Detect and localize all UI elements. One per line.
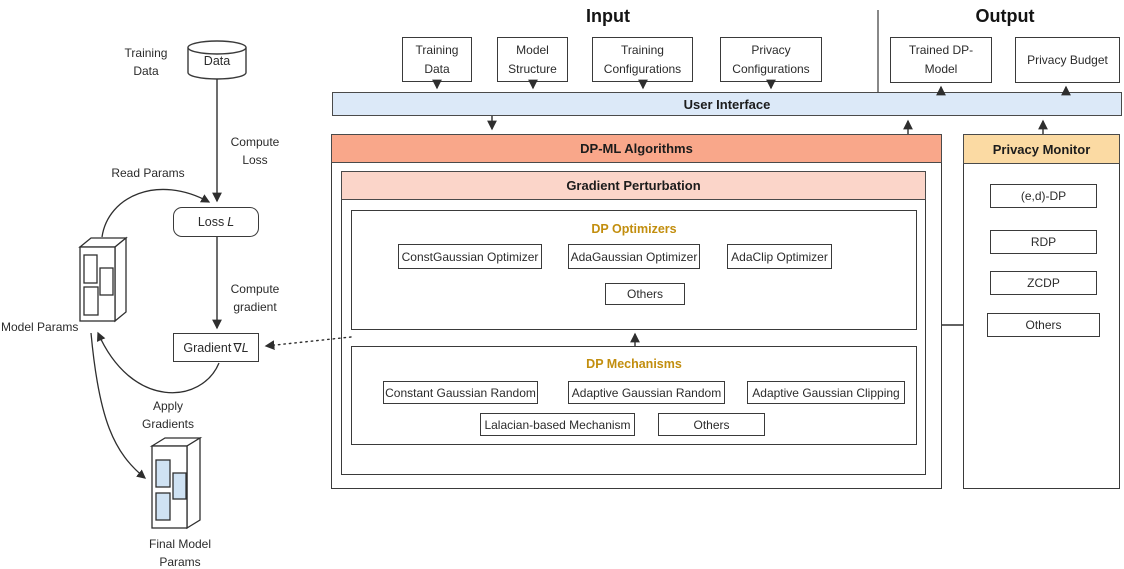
optimizer-adagaussian-label: AdaGaussian Optimizer	[570, 249, 698, 264]
dp-mechanisms-title: DP Mechanisms	[586, 357, 682, 371]
privacy-metric-rdp: RDP	[990, 230, 1097, 254]
privacy-metric-others: Others	[987, 313, 1100, 337]
privacy-metric-rdp-label: RDP	[1030, 235, 1057, 249]
mechanism-adaptive-gaussian-clipping: Adaptive Gaussian Clipping	[747, 381, 905, 404]
apply-gradients-arrow	[96, 331, 220, 394]
model-to-final-params-arrow	[90, 332, 147, 479]
output-box-trained-dp-model-label: Trained DP-Model	[908, 43, 974, 76]
input-box-training-data: Training Data	[402, 37, 472, 82]
dpml-algorithms-header: DP-ML Algorithms	[331, 134, 942, 163]
nabla-symbol: ∇	[233, 341, 242, 355]
compute-loss-label: Compute Loss	[230, 135, 280, 167]
gradient-perturbation-header: Gradient Perturbation	[341, 171, 926, 200]
gradient-node-label: Gradient	[183, 340, 232, 355]
privacy-metric-ed-dp: (e,d)-DP	[990, 184, 1097, 208]
mechanism-adaptive-gaussian-random: Adaptive Gaussian Random	[568, 381, 725, 404]
gradient-perturbation-title: Gradient Perturbation	[566, 178, 701, 193]
optimizer-others-label: Others	[626, 287, 663, 301]
mechanism-others: Others	[658, 413, 765, 436]
user-interface-bar: User Interface	[332, 92, 1122, 116]
mechanism-lalacian-based: Lalacian-based Mechanism	[480, 413, 635, 436]
optimizer-adaclip: AdaClip Optimizer	[727, 244, 832, 269]
optimizer-constgaussian: ConstGaussian Optimizer	[398, 244, 542, 269]
mechanism-adaptive-gaussian-random-label: Adaptive Gaussian Random	[571, 385, 722, 400]
user-interface-bar-label: User Interface	[683, 96, 771, 112]
dp-optimizers-group	[351, 210, 917, 330]
privacy-metric-zcdp: ZCDP	[990, 271, 1097, 295]
mechanism-adaptive-gaussian-clipping-label: Adaptive Gaussian Clipping	[752, 385, 900, 400]
mechanism-constant-gaussian-random: Constant Gaussian Random	[383, 381, 538, 404]
data-cylinder-label: Data	[203, 54, 231, 68]
apply-gradients-label: Apply Gradients	[141, 399, 195, 431]
read-params-arrow	[101, 188, 211, 238]
input-section-title: Input	[586, 6, 630, 26]
input-box-model-structure-label: Model Structure	[508, 42, 557, 76]
output-box-privacy-budget: Privacy Budget	[1015, 37, 1120, 83]
optimizer-others: Others	[605, 283, 685, 305]
model-params-label: Model Params	[1, 320, 79, 334]
mechanism-lalacian-based-label: Lalacian-based Mechanism	[484, 417, 631, 432]
input-box-training-configurations-label: Training Configurations	[603, 42, 682, 76]
privacy-metric-zcdp-label: ZCDP	[1027, 276, 1060, 290]
training-data-label: Training Data	[124, 46, 168, 78]
gradient-node: Gradient∇L	[173, 333, 259, 362]
privacy-metric-others-label: Others	[1025, 318, 1062, 332]
read-params-label: Read Params	[111, 166, 185, 180]
output-box-privacy-budget-label: Privacy Budget	[1027, 52, 1108, 67]
model-params-icon	[78, 236, 128, 323]
loss-symbol: L	[227, 215, 235, 229]
mechanism-constant-gaussian-random-label: Constant Gaussian Random	[385, 385, 536, 400]
compute-gradient-label: Compute gradient	[230, 282, 280, 314]
loss-node-label: Loss	[197, 215, 225, 229]
privacy-monitor-title: Privacy Monitor	[992, 141, 1091, 157]
dpml-algorithms-title: DP-ML Algorithms	[580, 141, 693, 156]
mechanism-others-label: Others	[693, 417, 730, 432]
optimizer-constgaussian-label: ConstGaussian Optimizer	[401, 249, 539, 264]
dp-optimizers-title: DP Optimizers	[591, 222, 677, 236]
output-box-trained-dp-model: Trained DP-Model	[890, 37, 992, 83]
optimizer-adaclip-label: AdaClip Optimizer	[731, 249, 828, 264]
mechanism-to-gradient-dotted-arrow	[264, 336, 352, 350]
output-section-title: Output	[975, 6, 1035, 26]
privacy-monitor-header: Privacy Monitor	[963, 134, 1120, 164]
input-box-privacy-configurations: Privacy Configurations	[720, 37, 822, 82]
data-cylinder-icon	[187, 40, 247, 80]
optimizer-adagaussian: AdaGaussian Optimizer	[568, 244, 700, 269]
final-model-params-icon	[149, 436, 203, 530]
input-box-privacy-configurations-label: Privacy Configurations	[732, 42, 810, 76]
input-box-training-configurations: Training Configurations	[592, 37, 693, 82]
gradient-l-symbol: L	[241, 340, 249, 355]
privacy-metric-ed-dp-label: (e,d)-DP	[1020, 189, 1067, 203]
final-model-params-label: Final Model Params	[148, 537, 212, 569]
input-box-training-data-label: Training Data	[415, 42, 459, 76]
